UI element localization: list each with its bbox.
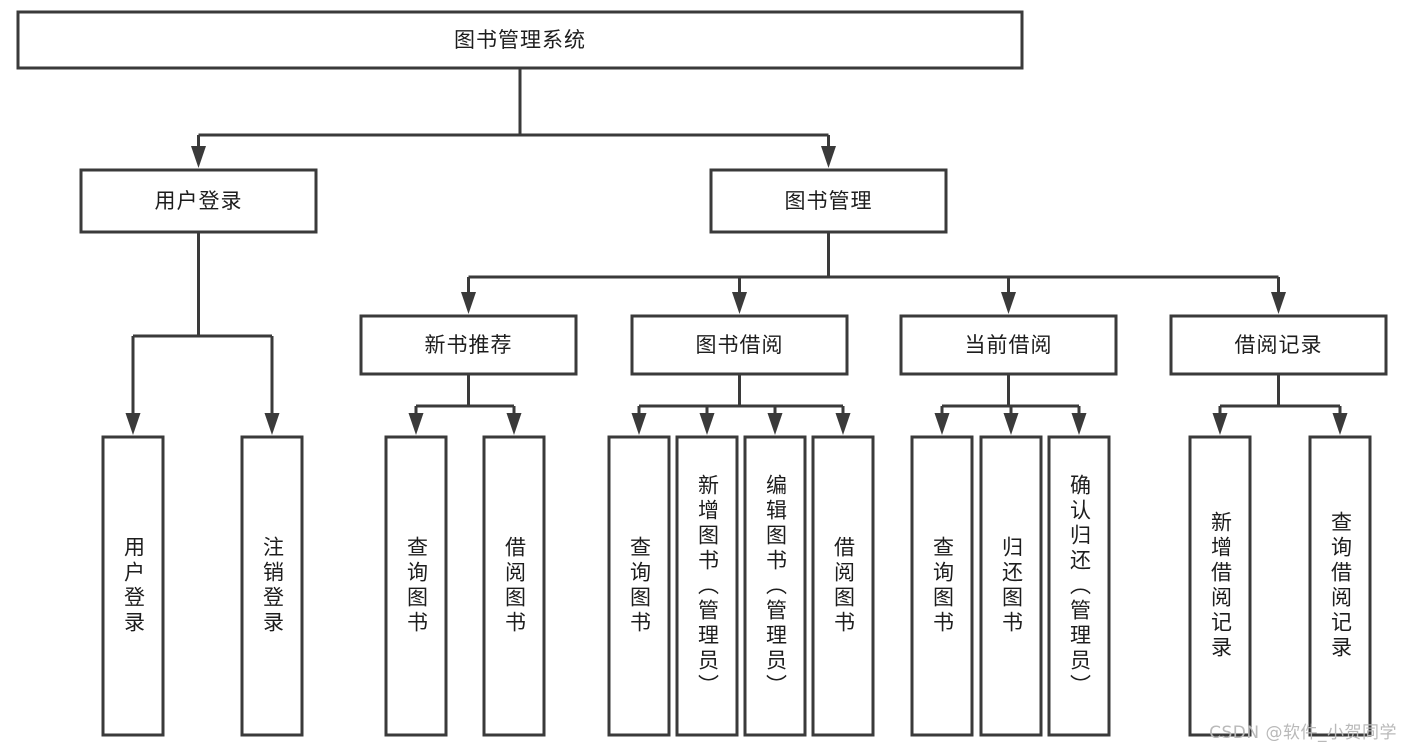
arrow-head-icon	[1212, 413, 1228, 435]
node-box-leaf-query-book-cur[interactable]	[910, 435, 974, 737]
node-box-root[interactable]	[16, 10, 1024, 70]
arrow-head-icon	[732, 292, 747, 314]
arrow-head-icon	[631, 413, 647, 435]
arrow-head-icon	[1332, 413, 1348, 435]
node-label: 当前借阅	[965, 333, 1053, 357]
edges-layer	[125, 68, 1348, 435]
arrow-head-icon	[125, 413, 141, 435]
arrow-head-icon	[1001, 292, 1016, 314]
node-box-leaf-query-book-rec[interactable]	[384, 435, 448, 737]
arrow-head-icon	[461, 292, 476, 314]
node-box-current-borrow[interactable]	[899, 314, 1118, 376]
node-label: 图书管理	[785, 189, 873, 213]
node-box-leaf-logout[interactable]	[240, 435, 304, 737]
node-label: 新书推荐	[425, 333, 513, 357]
node-box-user-login[interactable]	[79, 168, 318, 234]
boxes-layer	[16, 10, 1388, 737]
arrow-head-icon	[767, 413, 783, 435]
arrow-head-icon	[934, 413, 950, 435]
node-box-leaf-return-book[interactable]	[979, 435, 1043, 737]
node-box-leaf-confirm-return[interactable]	[1047, 435, 1111, 737]
node-box-leaf-query-record[interactable]	[1308, 435, 1372, 737]
node-label: 用户登录	[155, 189, 243, 213]
node-box-book-borrow[interactable]	[630, 314, 849, 376]
csdn-watermark: CSDN @软件_小贺同学	[1209, 723, 1397, 743]
arrow-head-icon	[835, 413, 851, 435]
node-box-new-book-rec[interactable]	[359, 314, 578, 376]
node-label: 借阅记录	[1235, 333, 1323, 357]
node-box-leaf-query-book-borrow[interactable]	[607, 435, 671, 737]
node-label: 图书管理系统	[454, 28, 586, 52]
node-box-leaf-edit-book[interactable]	[743, 435, 807, 737]
node-box-leaf-add-record[interactable]	[1188, 435, 1252, 737]
arrow-head-icon	[699, 413, 715, 435]
arrow-head-icon	[264, 413, 280, 435]
node-box-leaf-user-login[interactable]	[101, 435, 165, 737]
arrow-head-icon	[506, 413, 522, 435]
node-box-leaf-borrow-book[interactable]	[811, 435, 875, 737]
node-box-book-manage[interactable]	[709, 168, 948, 234]
node-box-leaf-add-book[interactable]	[675, 435, 739, 737]
arrow-head-icon	[1071, 413, 1087, 435]
arrow-head-icon	[821, 146, 836, 168]
node-label: 图书借阅	[696, 333, 784, 357]
node-box-borrow-record[interactable]	[1169, 314, 1388, 376]
arrow-head-icon	[408, 413, 424, 435]
arrow-head-icon	[1003, 413, 1019, 435]
arrow-head-icon	[191, 146, 206, 168]
arrow-head-icon	[1271, 292, 1286, 314]
node-box-leaf-borrow-book-rec[interactable]	[482, 435, 546, 737]
